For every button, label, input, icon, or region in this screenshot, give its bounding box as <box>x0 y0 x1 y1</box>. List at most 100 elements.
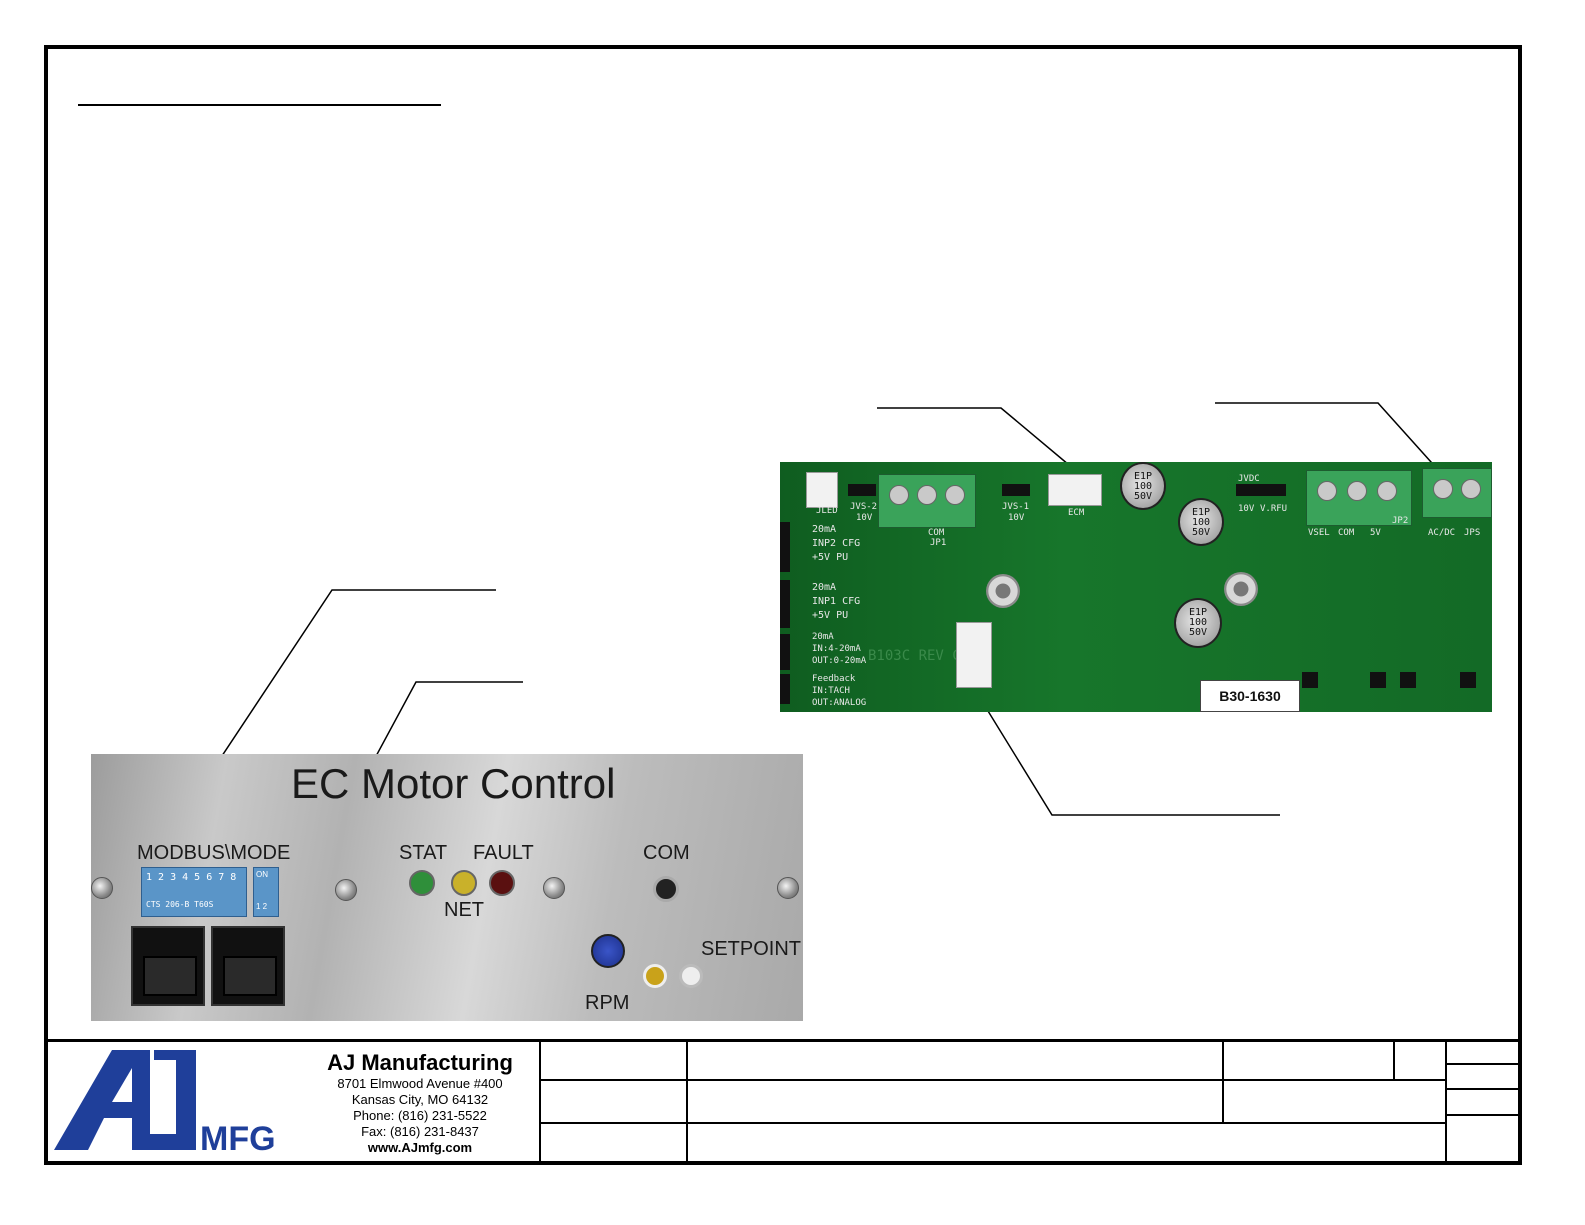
silk-outanalog: OUT:ANALOG <box>812 698 867 708</box>
silk-20ma-c: 20mA <box>812 632 834 642</box>
cap-label: E1P <box>1188 607 1208 618</box>
header-jp-inp1 <box>780 580 790 628</box>
silk-com2: COM <box>1338 528 1355 538</box>
light-pipe-left <box>335 879 357 901</box>
component-black <box>1302 672 1318 688</box>
rj45-port-1 <box>131 926 205 1006</box>
header-jvs1 <box>1002 484 1030 496</box>
led-connector <box>806 472 838 508</box>
title-block-row-line <box>1445 1088 1522 1090</box>
silk-10v: 10V <box>1238 504 1255 514</box>
title-block-divider <box>686 1041 688 1163</box>
stat-label: STAT <box>399 842 448 864</box>
terminal-screw <box>1377 481 1397 501</box>
component-black <box>1370 672 1386 688</box>
phone-number: Phone: (816) 231-5522 <box>353 1108 487 1123</box>
cap-label: 100 <box>1133 481 1153 492</box>
drawing-sheet-border <box>44 45 1522 1165</box>
silk-vsel: VSEL <box>1308 528 1330 538</box>
leader-modbus-connector <box>979 697 1280 816</box>
header-jp-fb <box>780 674 790 704</box>
silk-jp2: JP2 <box>1392 516 1409 526</box>
silk-pu-b: +5V PU <box>812 610 849 621</box>
net-label: NET <box>444 899 484 921</box>
silk-jvdc: JVDC <box>1238 474 1260 484</box>
part-number-label: B30-1630 <box>1200 680 1300 712</box>
net-led <box>451 870 477 896</box>
com-jack <box>653 876 679 902</box>
header-jp-inp2 <box>780 522 790 572</box>
company-name: AJ Manufacturing <box>327 1050 513 1075</box>
website: www.AJmfg.com <box>367 1140 473 1155</box>
mount-screw-right <box>777 877 799 899</box>
leader-faceplate <box>205 589 496 781</box>
cap-label: 50V <box>1133 491 1153 502</box>
terminal-jp2 <box>1306 470 1412 526</box>
silk-acdc: AC/DC <box>1428 528 1456 538</box>
title-block-top-line <box>44 1039 1522 1042</box>
silk-20ma-a: 20mA <box>812 524 837 535</box>
dip-numbers: 1 2 3 4 5 6 7 8 <box>146 872 237 883</box>
logo-letter-j-top <box>154 1050 196 1060</box>
rpm-label: RPM <box>585 992 630 1014</box>
title-block-divider <box>1393 1041 1395 1081</box>
dip-switch-2: ON 1 2 <box>253 867 279 917</box>
component-black <box>1400 672 1416 688</box>
terminal-screw <box>945 485 965 505</box>
cap-label: 50V <box>1188 627 1208 638</box>
address-line-1: 8701 Elmwood Avenue #400 <box>337 1076 503 1091</box>
logo-letter-j <box>136 1060 196 1150</box>
fault-label: FAULT <box>473 842 534 864</box>
cap-label: 100 <box>1191 517 1211 528</box>
dip2-numbers: 1 2 <box>256 902 268 911</box>
dip-sub-label: CTS 206-B T60S <box>146 900 214 909</box>
title-block-divider <box>1445 1041 1447 1163</box>
title-underline <box>78 104 441 106</box>
terminal-screw <box>1347 481 1367 501</box>
cap-label: E1P <box>1133 471 1153 482</box>
common-test-point <box>679 964 703 988</box>
component-black <box>1460 672 1476 688</box>
mount-screw-left <box>91 877 113 899</box>
light-pipe-right <box>543 877 565 899</box>
mounting-standoff-left <box>986 574 1020 608</box>
capacitor-3: E1P 100 50V <box>1174 598 1222 648</box>
modbus-connector <box>956 622 992 688</box>
silk-jvs2: JVS-2 <box>850 502 878 512</box>
cap-label: 50V <box>1191 527 1211 538</box>
terminal-screw <box>1433 479 1453 499</box>
terminal-screw <box>1461 479 1481 499</box>
dip-switch-8: 1 2 3 4 5 6 7 8 CTS 206-B T60S <box>141 867 247 917</box>
title-block-row-line <box>539 1122 1447 1124</box>
terminal-screw <box>889 485 909 505</box>
silk-pu-a: +5V PU <box>812 552 849 563</box>
setpoint-label: SETPOINT <box>701 938 802 960</box>
silk-com: COM <box>928 528 945 538</box>
silk-board-rev: B103C REV C <box>868 648 961 664</box>
cap-label: E1P <box>1191 507 1211 518</box>
fax-number: Fax: (816) 231-8437 <box>361 1124 479 1139</box>
stat-led <box>409 870 435 896</box>
header-jvs2 <box>848 484 876 496</box>
terminal-screw <box>1317 481 1337 501</box>
fault-led <box>489 870 515 896</box>
title-block-row-line <box>539 1079 1447 1081</box>
silk-out020: OUT:0-20mA <box>812 656 867 666</box>
silk-feedback: Feedback <box>812 674 856 684</box>
pcb-photo: JLED JVS-2 10V COM JP1 JVS-1 10V ECM E1P… <box>780 462 1492 712</box>
terminal-jp1 <box>878 474 976 528</box>
header-jvdc <box>1236 484 1286 496</box>
title-block-row-line <box>1445 1114 1522 1116</box>
dip2-on-label: ON <box>256 870 268 879</box>
silk-ecm: ECM <box>1068 508 1085 518</box>
silk-vrfu: V.RFU <box>1260 504 1288 514</box>
silk-inp1cfg: INP1 CFG <box>812 596 861 607</box>
title-block-divider <box>1222 1041 1224 1123</box>
rj45-port-2 <box>211 926 285 1006</box>
rj45-socket <box>223 956 277 996</box>
silk-intach: IN:TACH <box>812 686 850 696</box>
leader-power-terminal <box>1215 402 1441 473</box>
silk-jvs1-v: 10V <box>1008 513 1025 523</box>
com-label: COM <box>643 842 690 864</box>
silk-jp1: JP1 <box>930 538 947 548</box>
